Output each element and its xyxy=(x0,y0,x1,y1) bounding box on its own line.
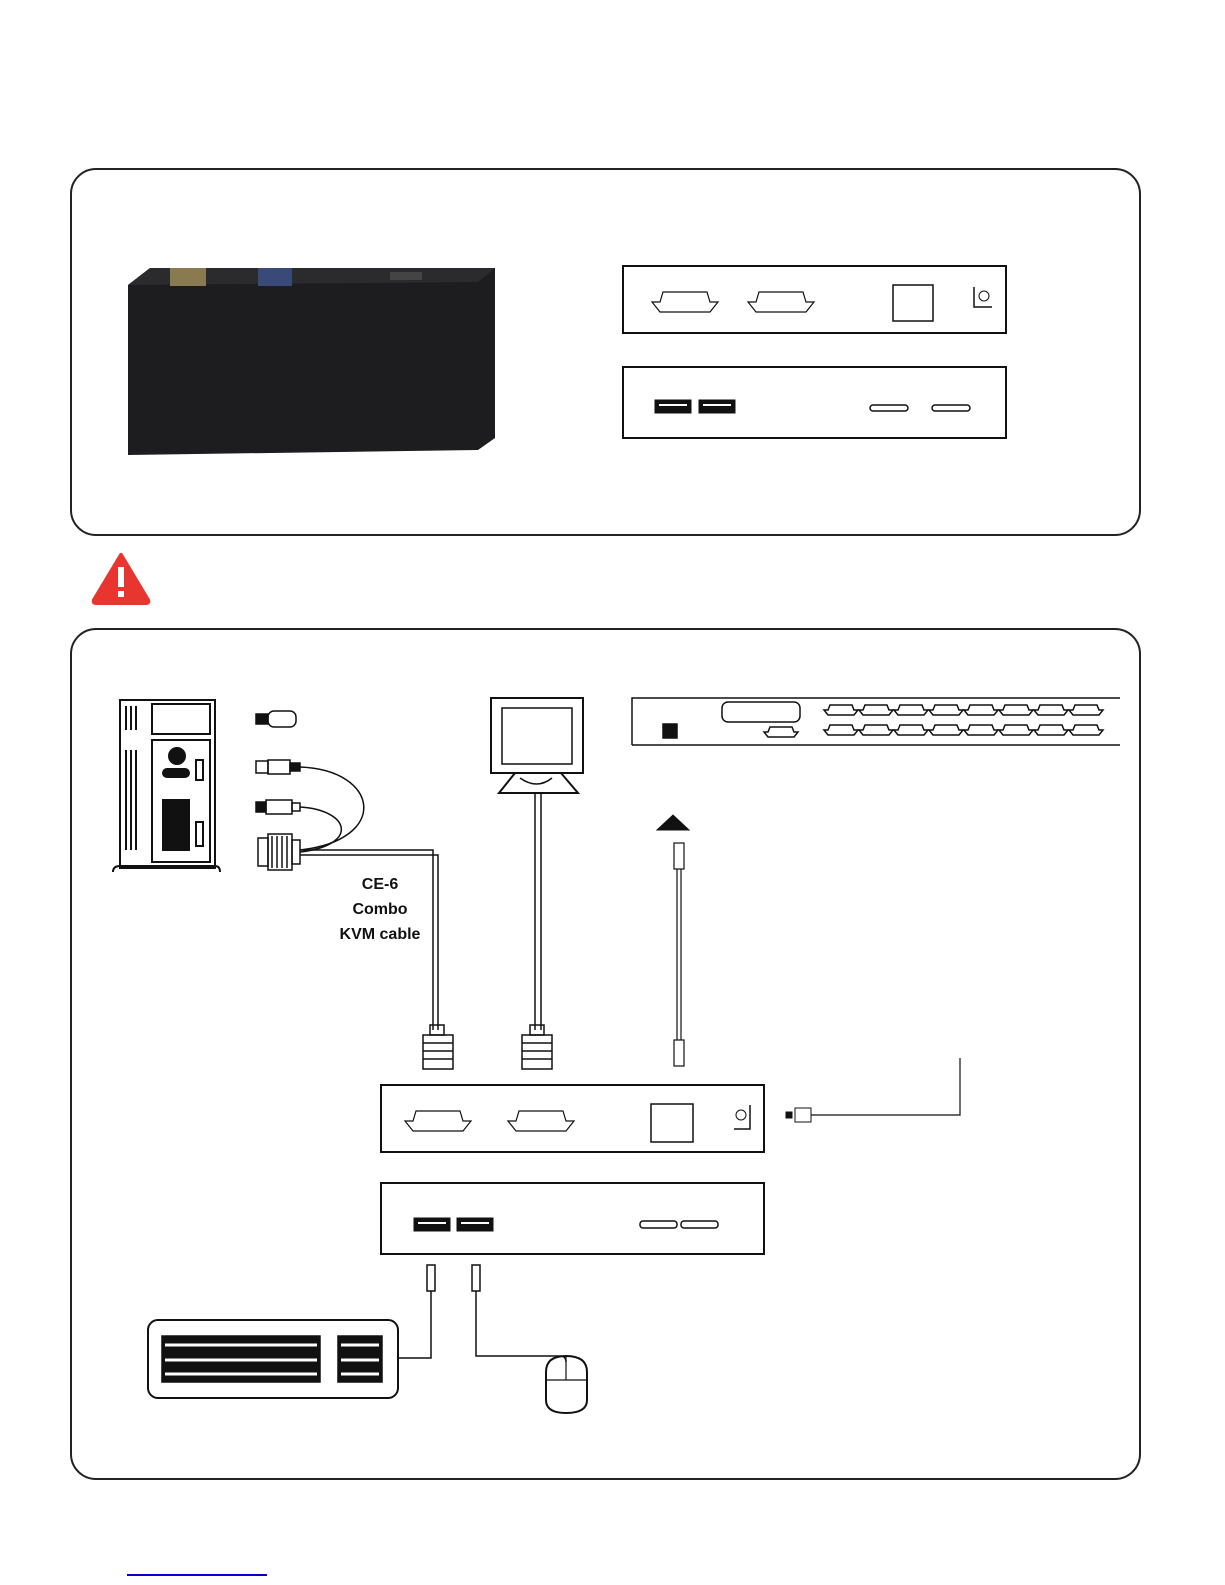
device-photo xyxy=(128,268,495,455)
led-indicator-icon xyxy=(681,1221,718,1228)
usb-plug-icon xyxy=(472,1265,480,1291)
ps2-adapter-icon xyxy=(256,711,296,727)
vga-port-icon xyxy=(929,725,963,735)
front-panel-drawing xyxy=(623,266,1006,333)
vga-connector-icon xyxy=(258,834,300,870)
led-indicator-icon xyxy=(870,405,908,411)
vga-port-icon xyxy=(824,705,858,715)
power-adapter-icon xyxy=(786,1058,960,1122)
vga-port-photo xyxy=(170,268,206,286)
ps2-connector-icon xyxy=(256,800,300,814)
vga-plug-icon xyxy=(522,1025,552,1069)
vga-port-icon xyxy=(1034,705,1068,715)
vga-port-icon xyxy=(964,705,998,715)
monitor-icon xyxy=(491,698,583,1030)
vga-port-icon xyxy=(859,725,893,735)
computer-icon xyxy=(113,700,220,872)
warning-triangle-icon xyxy=(94,555,149,603)
extender-front-panel xyxy=(381,1058,960,1152)
vga-port-icon xyxy=(1034,725,1068,735)
vga-port-icon xyxy=(859,705,893,715)
usb-port-icon xyxy=(699,400,735,413)
rj45-plug-icon xyxy=(674,1040,684,1066)
network-cable xyxy=(657,815,689,1066)
usb-port-icon xyxy=(414,1218,450,1231)
vga-port-icon xyxy=(999,705,1033,715)
led-indicator-icon xyxy=(932,405,970,411)
rj45-port-icon xyxy=(893,285,933,321)
usb-plug-icon xyxy=(427,1265,435,1291)
keyboard-icon xyxy=(148,1320,398,1398)
vga-port-photo xyxy=(258,268,292,286)
vga-port-icon xyxy=(748,292,814,312)
vga-port-icon xyxy=(894,725,928,735)
cable-label-line: CE-6 xyxy=(330,872,430,897)
vga-port-icon xyxy=(824,725,858,735)
vga-port-icon xyxy=(894,705,928,715)
vga-port-icon xyxy=(999,725,1033,735)
led-indicator-icon xyxy=(640,1221,677,1228)
vga-plug-icon xyxy=(423,1025,453,1069)
vga-port-icon xyxy=(964,725,998,735)
rear-panel-drawing xyxy=(623,367,1006,438)
vga-port-icon xyxy=(652,292,718,312)
cable-label-line: KVM cable xyxy=(330,922,430,947)
vga-port-icon xyxy=(508,1111,574,1131)
mouse-cable xyxy=(476,1291,566,1362)
usb-port-icon xyxy=(457,1218,493,1231)
hyperlink-underline[interactable] xyxy=(127,1574,267,1576)
cable-label-line: Combo xyxy=(330,897,430,922)
vga-port-icon xyxy=(1069,725,1103,735)
cable-label: CE-6 Combo KVM cable xyxy=(330,872,430,947)
vga-port-icon xyxy=(929,705,963,715)
mouse-icon xyxy=(546,1356,587,1413)
usb-port-icon xyxy=(655,400,691,413)
vga-port-icon xyxy=(764,727,798,737)
arrow-up-icon xyxy=(657,815,689,830)
extender-rear-panel xyxy=(381,1183,764,1254)
usb-connector-icon xyxy=(256,760,300,774)
kvm-switch-icon xyxy=(632,698,1120,745)
vga-port-icon xyxy=(405,1111,471,1131)
rj45-port-icon xyxy=(651,1104,693,1142)
rj45-plug-icon xyxy=(674,843,684,869)
keyboard-cable xyxy=(398,1291,431,1358)
vga-port-icon xyxy=(1069,705,1103,715)
